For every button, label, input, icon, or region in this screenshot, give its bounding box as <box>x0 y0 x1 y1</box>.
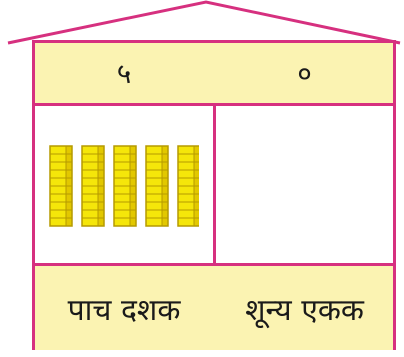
place-value-chart: ५ ० पाच दशक शून्य एकक <box>32 40 396 350</box>
tens-rod <box>81 145 105 227</box>
digit-row: ५ ० <box>35 43 393 106</box>
tens-rod <box>49 145 73 227</box>
ones-label: शून्य एकक <box>245 292 364 328</box>
tens-rod <box>113 145 137 227</box>
house-roof <box>7 0 401 45</box>
tens-digit: ५ <box>116 57 132 90</box>
tens-rod <box>145 145 169 227</box>
tens-rod <box>177 145 199 227</box>
column-divider <box>213 103 216 347</box>
tens-label: पाच दशक <box>67 292 181 328</box>
tens-rods-group <box>49 145 199 227</box>
label-row: पाच दशक शून्य एकक <box>35 263 393 350</box>
ones-digit: ० <box>297 57 312 90</box>
